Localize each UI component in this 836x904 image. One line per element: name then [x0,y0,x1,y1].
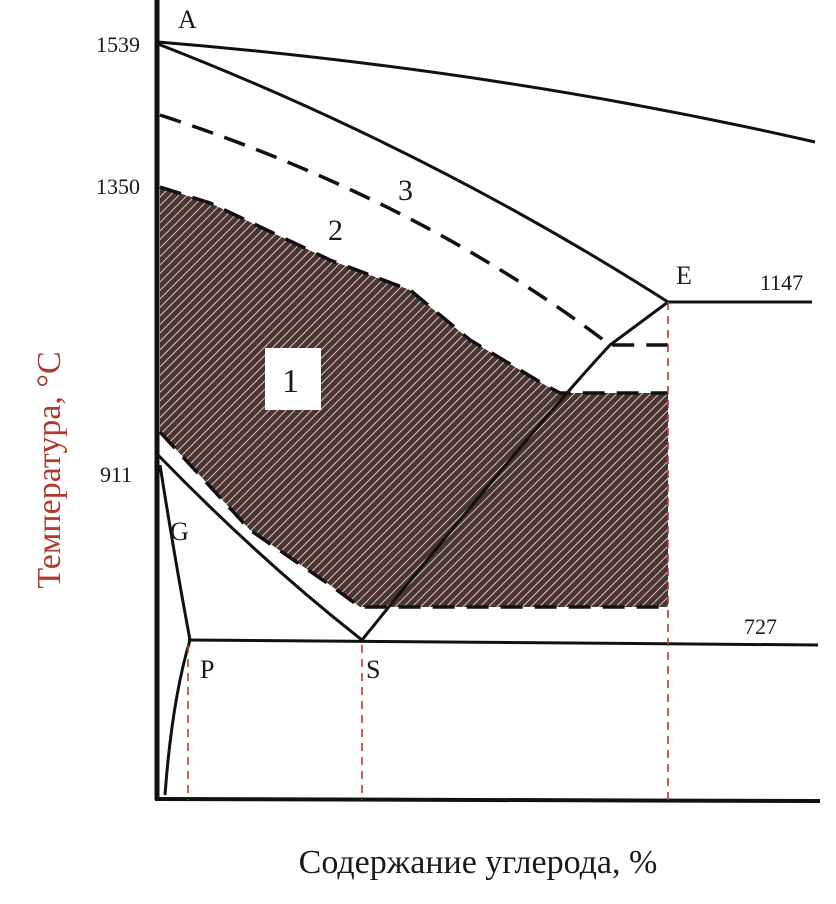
line-GS [156,453,363,642]
dashed-lower-boundary [158,430,668,609]
x-axis-title: Содержание углерода, % [299,844,658,881]
line-AE [157,42,669,304]
line-PS-727 [187,638,819,647]
line-PQ [163,639,192,796]
label-curve-2: 2 [328,214,343,247]
label-curve-3: 3 [398,174,413,207]
label-point-S: S [366,655,380,684]
temp-1350: 1350 [96,174,140,199]
temp-727: 727 [744,614,777,639]
region-1-label-box [265,348,321,410]
line-ES [360,300,669,641]
label-point-E: E [676,261,692,290]
region-1-hatched [160,187,668,607]
line-top-liquidus [157,40,816,144]
label-point-P: P [200,655,214,684]
label-region-1: 1 [282,363,299,400]
dashed-curve-3 [159,113,668,347]
line-GP [158,464,192,641]
temp-1147: 1147 [760,270,803,295]
temp-1539: 1539 [96,32,140,57]
x-axis [154,797,821,803]
label-point-A: A [178,5,197,34]
y-axis-title: Температура, °C [31,351,68,588]
temp-911: 911 [100,462,132,487]
label-point-G: G [170,517,189,546]
dashed-curve-2 [159,185,668,395]
